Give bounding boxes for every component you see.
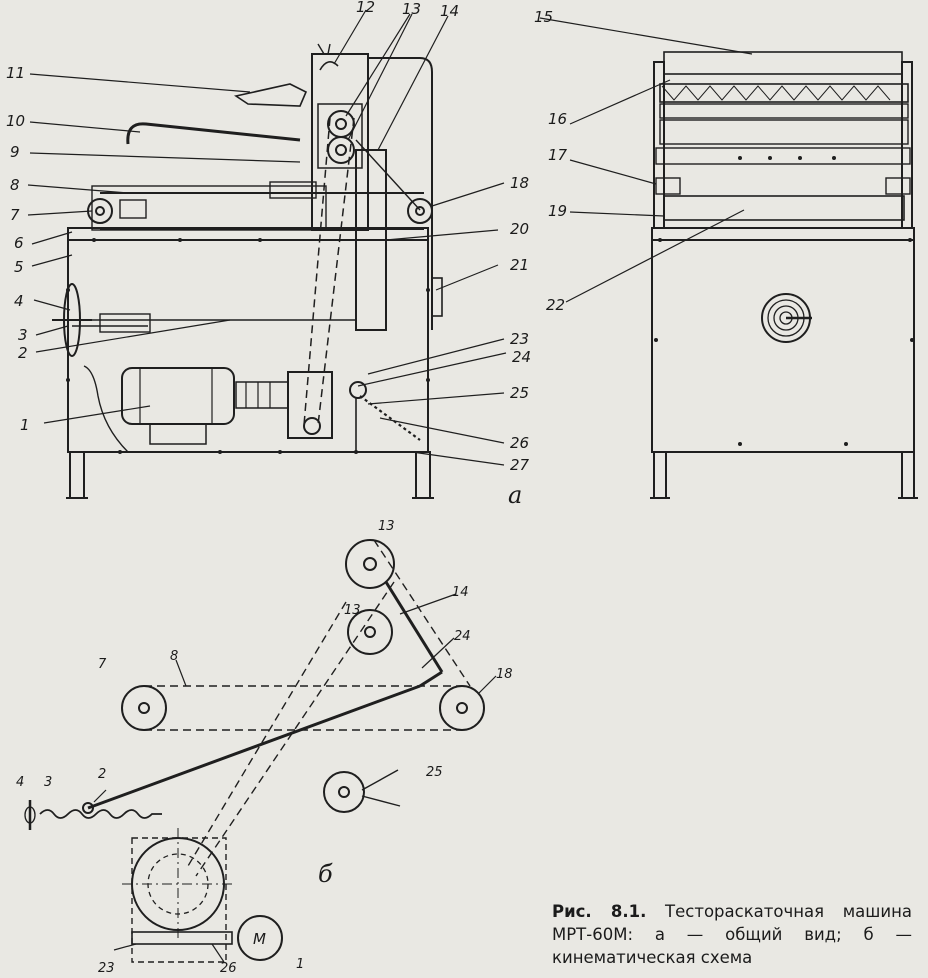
cover <box>368 57 433 330</box>
kinematic-scheme <box>24 539 485 963</box>
scheme-reducer <box>131 837 227 963</box>
coupling <box>235 381 289 409</box>
callout-27: 27 <box>510 456 530 474</box>
figure-caption: Рис. 8.1. Тестораскаточная машина МРТ-60… <box>552 900 912 969</box>
callout-23: 23 <box>510 330 529 348</box>
scheme-callout-13-bottom: 13 <box>344 603 361 618</box>
caption-label: Рис. 8.1. <box>552 902 647 921</box>
callout-8: 8 <box>10 176 20 194</box>
callout-2: 2 <box>18 344 28 362</box>
scheme-callout-14: 14 <box>452 585 469 600</box>
scheme-drum-7 <box>121 685 167 731</box>
callout-15: 15 <box>534 8 553 26</box>
drum-18 <box>407 198 433 224</box>
subfigure-b-label: б <box>318 860 333 888</box>
caption-text: Тестораскаточная машина МРТ-60М: а — общ… <box>552 902 913 967</box>
callout-26: 26 <box>510 434 529 452</box>
scheme-callout-13-top: 13 <box>378 519 395 534</box>
callout-3: 3 <box>18 326 28 344</box>
reducer <box>287 371 333 439</box>
callout-12: 12 <box>356 0 375 16</box>
scheme-callout-7: 7 <box>98 657 107 672</box>
scheme-roll-13-bottom <box>347 609 393 655</box>
left-leg <box>69 451 85 499</box>
scheme-drum-18 <box>439 685 485 731</box>
callout-9: 9 <box>10 143 20 161</box>
callout-19: 19 <box>548 202 567 220</box>
callout-6: 6 <box>14 234 24 252</box>
scheme-callout-2: 2 <box>98 767 106 782</box>
callouts-scheme: 13 13 14 24 8 7 18 25 2 3 4 23 26 1 М б <box>16 519 513 976</box>
subfigure-a-label: а <box>508 481 522 509</box>
callout-22: 22 <box>546 296 565 314</box>
roll-16 <box>659 83 909 103</box>
leader-lines-a <box>27 9 507 466</box>
hook-10 <box>126 122 301 145</box>
leader-lines-front <box>539 17 753 303</box>
roll-13-top <box>327 110 355 138</box>
front-frame <box>651 227 915 453</box>
scheme-wheel-25 <box>323 771 365 813</box>
scheme-motor-symbol: М <box>253 930 266 948</box>
leader-lines-b <box>93 593 497 963</box>
callout-7: 7 <box>10 206 20 224</box>
front-view <box>650 51 918 499</box>
scheme-callout-4: 4 <box>16 775 24 790</box>
callout-5: 5 <box>14 258 24 276</box>
callout-10: 10 <box>6 112 25 130</box>
scheme-callout-1: 1 <box>296 957 304 972</box>
callouts-side: 1 2 3 4 5 6 7 8 9 10 11 12 13 14 18 20 2… <box>6 0 531 509</box>
roll-stand <box>311 53 369 231</box>
scheme-roll-13-top <box>345 539 395 589</box>
callout-20: 20 <box>510 220 529 238</box>
callout-25: 25 <box>510 384 529 402</box>
motor <box>121 367 235 425</box>
scheme-screw <box>39 809 162 819</box>
scheme-rod-2 <box>87 684 421 810</box>
scheme-callout-18: 18 <box>496 667 513 682</box>
callout-16: 16 <box>548 110 567 128</box>
scheme-callout-8: 8 <box>170 649 178 664</box>
scheme-motor <box>237 915 283 961</box>
side-view <box>52 43 443 499</box>
callout-18: 18 <box>510 174 529 192</box>
callout-1: 1 <box>20 416 30 434</box>
callout-17: 17 <box>548 146 568 164</box>
callouts-front: 15 16 17 19 22 <box>534 8 568 314</box>
scheme-callout-25: 25 <box>426 765 443 780</box>
callout-4: 4 <box>14 292 24 310</box>
callout-24: 24 <box>512 348 531 366</box>
right-leg <box>415 451 431 499</box>
scheme-callout-23: 23 <box>98 961 115 976</box>
lever-11 <box>233 83 308 107</box>
callout-21: 21 <box>510 256 529 274</box>
callout-11: 11 <box>6 64 25 82</box>
callout-14: 14 <box>440 2 459 20</box>
scheme-callout-26: 26 <box>220 961 237 976</box>
scheme-callout-3: 3 <box>44 775 52 790</box>
scheme-callout-24: 24 <box>454 629 471 644</box>
callout-13: 13 <box>402 0 421 18</box>
table-22 <box>663 195 905 221</box>
